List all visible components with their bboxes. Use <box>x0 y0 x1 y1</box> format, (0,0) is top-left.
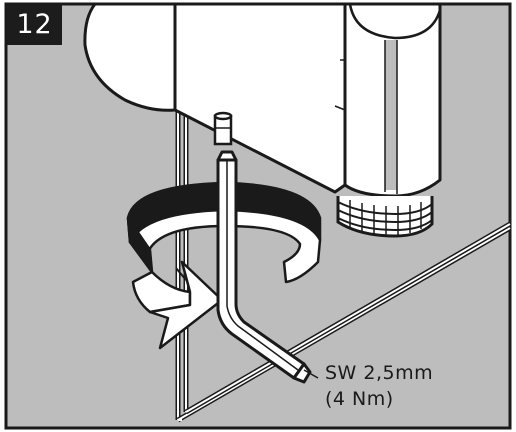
leader-line <box>303 369 319 379</box>
step-number-badge: 12 <box>7 5 62 45</box>
outlet-nozzle <box>336 196 434 238</box>
tool-callout: SW 2,5mm (4 Nm) <box>325 360 433 412</box>
faucet-body-icon <box>83 2 442 198</box>
clockwise-rotation-arrow-icon <box>126 181 322 350</box>
torque-label: (4 Nm) <box>325 388 394 410</box>
set-screw <box>213 111 233 146</box>
hex-key-size-label: SW 2,5mm <box>325 362 434 384</box>
wall-edges <box>175 95 512 423</box>
hex-key-icon <box>216 150 312 384</box>
